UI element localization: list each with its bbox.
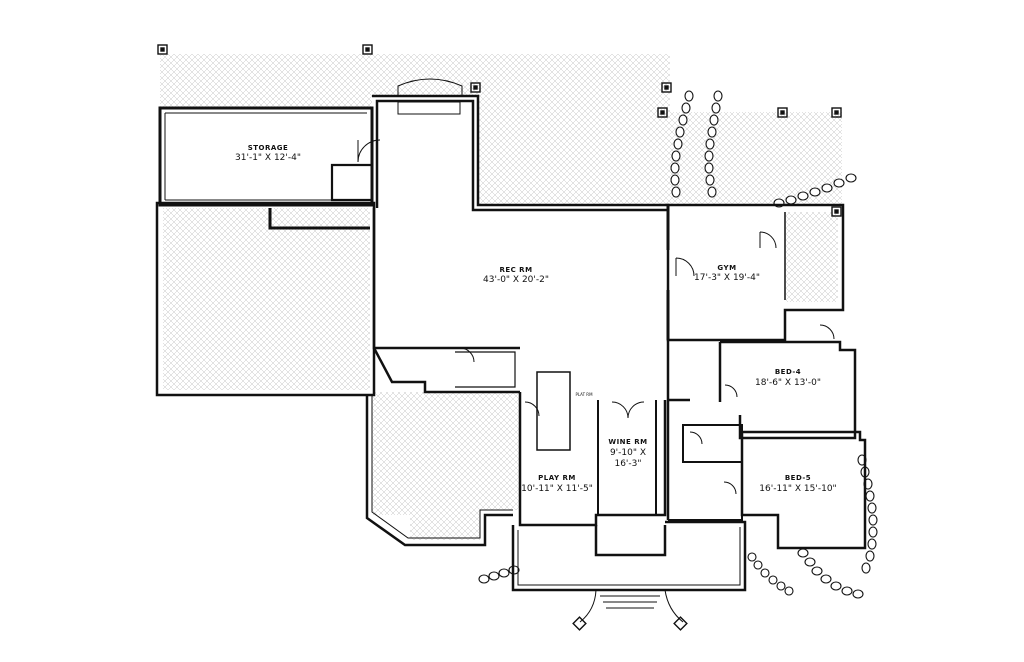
room-labels: STORAGE 31'-1" X 12'-4" REC RM 43'-0" X … [235, 144, 837, 494]
wall-angled [372, 347, 520, 394]
porch-steps [579, 589, 684, 623]
unexcavated-lower [372, 392, 520, 540]
wall-small-bath [330, 163, 374, 202]
wall-left-area [155, 201, 376, 397]
deck-right-strip [786, 212, 838, 302]
shrub-row-bottom-left [478, 565, 520, 584]
wall-stair [518, 392, 667, 527]
wall-bed5 [740, 430, 867, 550]
shrub-row-right [857, 454, 878, 574]
room-name-storage: STORAGE [248, 144, 289, 152]
room-name-wine: WINE RM [608, 438, 647, 446]
walls [155, 78, 867, 623]
room-dims-storage: 31'-1" X 12'-4" [235, 153, 301, 163]
shrub-row-bottom-mid [747, 552, 794, 596]
room-dims-rec: 43'-0" X 20'-2" [483, 275, 549, 285]
room-name-play: PLAY RM [538, 474, 576, 482]
room-name-rec: REC RM [499, 266, 532, 274]
landscape-shrubs [478, 90, 878, 599]
room-name-bed5: BED-5 [785, 474, 811, 482]
room-dims-bed4: 18'-6" X 13'-0" [755, 378, 821, 388]
room-dims-wine-1: 9'-10" X [610, 448, 646, 458]
room-name-bed4: BED-4 [775, 368, 801, 376]
room-dims-play: 10'-11" X 11'-5" [521, 484, 593, 494]
wall-storage [158, 106, 374, 207]
shrub-row-2 [704, 90, 723, 198]
hatched-areas [160, 54, 842, 540]
doors [357, 139, 835, 495]
wall-lower-left [365, 395, 513, 547]
room-name-gym: GYM [717, 264, 736, 272]
patio-top [160, 54, 670, 205]
kitchen-counter [397, 101, 461, 115]
room-dims-gym: 17'-3" X 19'-4" [694, 273, 760, 283]
shrub-row-lower-right [797, 548, 864, 599]
bar-counter [455, 351, 516, 388]
shrub-row-3 [773, 173, 857, 208]
wall-bed4 [720, 340, 857, 440]
wall-hall [666, 340, 690, 520]
stair-note: PLAT RM [575, 392, 593, 397]
wall-porch [511, 520, 747, 592]
wall-baths [668, 424, 743, 521]
shrub-row-1 [670, 90, 694, 198]
room-dims-bed5: 16'-11" X 15'-10" [759, 484, 836, 494]
unexcavated-left [163, 208, 370, 390]
room-dims-wine-2: 16'-3" [614, 459, 641, 469]
columns [157, 44, 842, 631]
